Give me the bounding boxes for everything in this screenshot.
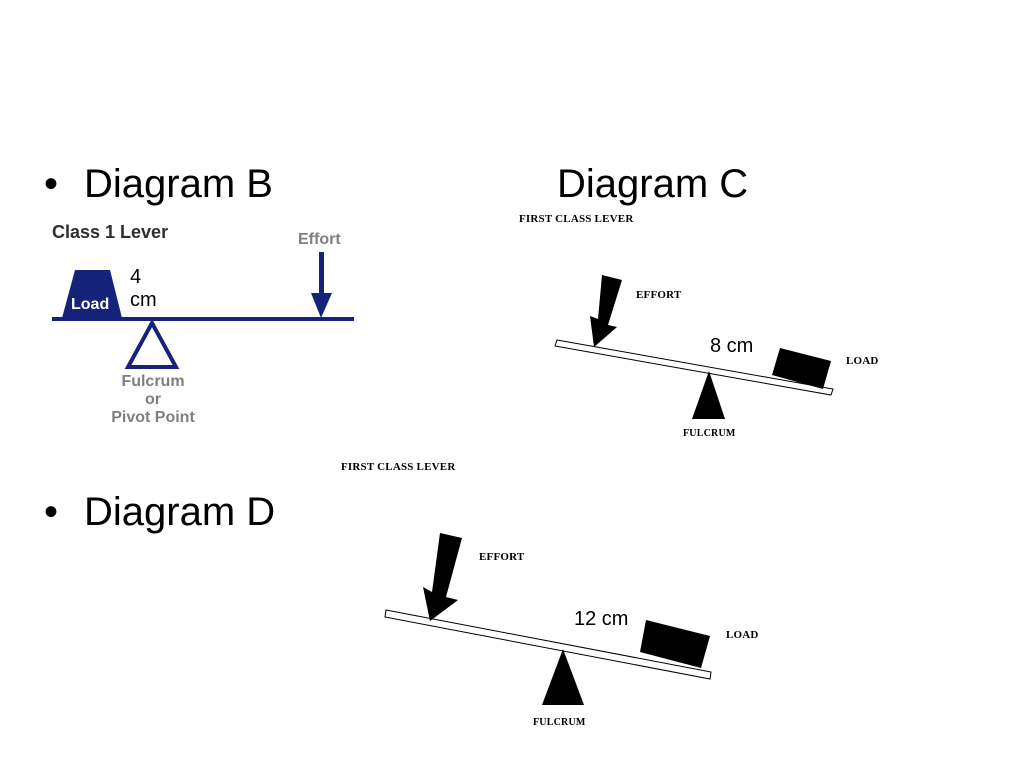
diagram-b-load-label: Load (71, 296, 110, 313)
diagram-c-fulcrum-label: FULCRUM (683, 428, 736, 439)
bullet-icon: • (44, 162, 59, 206)
bullet-icon: • (44, 490, 59, 534)
diagram-b-fulcrum-line3: Pivot Point (111, 409, 195, 426)
diagram-c-distance: 8 cm (710, 335, 754, 357)
diagram-c-fulcrum (692, 371, 725, 419)
diagram-b-distance-line2: cm (130, 289, 157, 311)
heading-diagram-b-text: Diagram B (84, 162, 273, 206)
heading-diagram-c: Diagram C (557, 162, 749, 206)
diagram-b-effort-shaft (319, 252, 324, 297)
diagram-b-effort-label: Effort (298, 231, 341, 248)
diagram-c-effort-arrow (590, 275, 622, 347)
diagram-b-fulcrum-line1: Fulcrum (121, 373, 185, 390)
diagram-b-fulcrum-label: Fulcrum or Pivot Point (104, 373, 202, 427)
diagram-b-distance: 4 cm (130, 266, 157, 312)
heading-diagram-d-text: Diagram D (84, 490, 276, 534)
diagram-c-load-label: LOAD (846, 355, 879, 367)
diagram-d-fulcrum-label: FULCRUM (533, 717, 586, 728)
diagram-b-effort-arrowhead (311, 293, 332, 318)
heading-diagram-b: • Diagram B (44, 162, 273, 206)
diagram-b-beam (52, 317, 354, 321)
diagram-d-fulcrum (542, 649, 584, 705)
diagram-d-caption: FIRST CLASS LEVER (341, 461, 456, 473)
diagram-d-effort-arrow (423, 533, 462, 621)
diagram-d-distance: 12 cm (574, 608, 629, 630)
diagram-b-distance-line1: 4 (130, 266, 142, 288)
diagram-d-effort-label: EFFORT (479, 551, 525, 563)
diagram-b-load-block (62, 270, 122, 318)
heading-diagram-d: • Diagram D (44, 490, 275, 534)
diagram-b-fulcrum-line2: or (145, 391, 161, 408)
diagram-d-beam (384, 609, 712, 680)
diagram-c-load-block (772, 348, 831, 389)
diagram-c-beam (554, 339, 834, 396)
diagram-d-load-block (640, 620, 710, 668)
diagram-c-effort-label: EFFORT (636, 289, 682, 301)
diagram-c-caption: FIRST CLASS LEVER (519, 213, 634, 225)
diagram-b-title: Class 1 Lever (52, 222, 169, 242)
diagram-b-fulcrum (124, 318, 180, 369)
diagram-d-load-label: LOAD (726, 629, 759, 641)
